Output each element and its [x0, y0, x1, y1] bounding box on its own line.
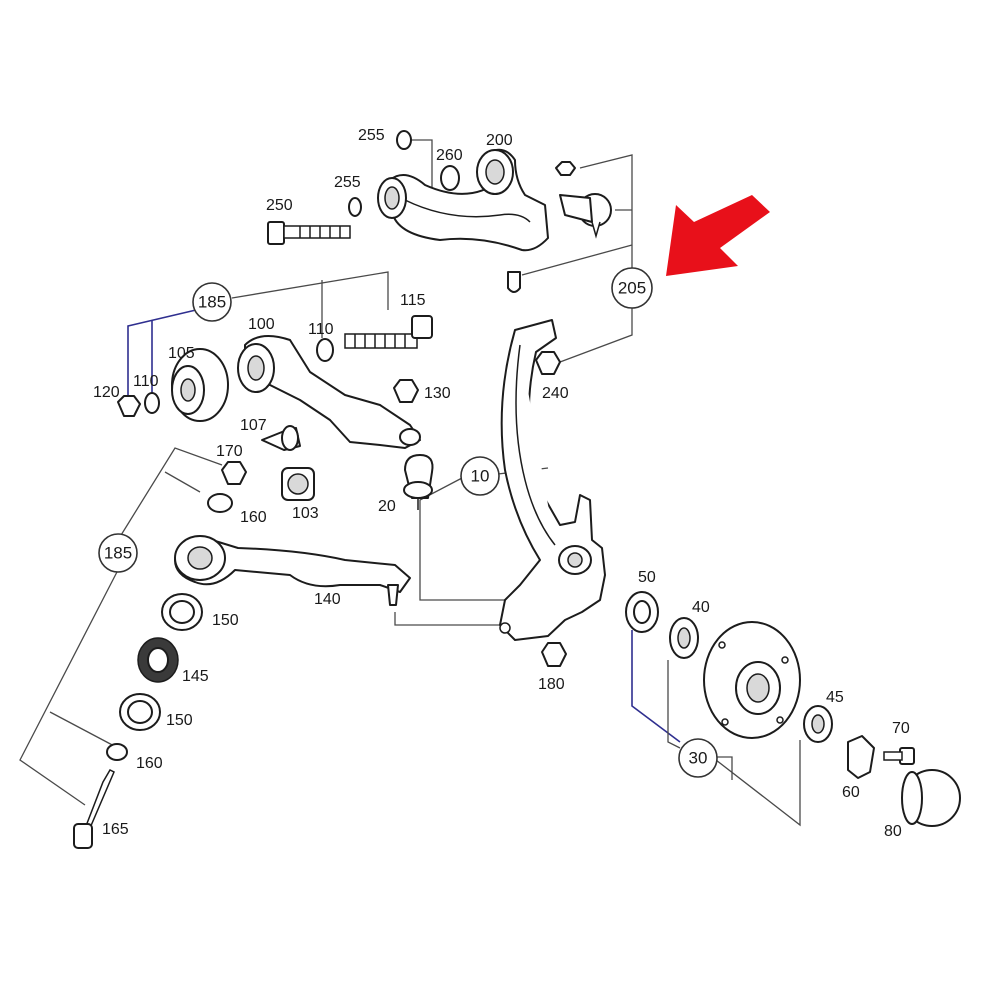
label-45: 45 [826, 689, 844, 706]
label-130: 130 [424, 385, 451, 402]
label-80: 80 [884, 823, 902, 840]
callout-185-upper: 185 [192, 282, 232, 322]
label-110-upper: 110 [308, 321, 334, 338]
label-165: 165 [102, 821, 129, 838]
steering-knuckle [499, 319, 606, 667]
label-103: 103 [292, 505, 319, 522]
label-60: 60 [842, 784, 860, 801]
label-150-lower: 150 [166, 712, 193, 729]
label-240: 240 [542, 385, 569, 402]
svg-text:30: 30 [689, 749, 708, 768]
label-110-lower: 110 [133, 373, 159, 390]
label-180: 180 [538, 676, 565, 693]
svg-text:10: 10 [471, 467, 490, 486]
svg-text:205: 205 [618, 279, 646, 298]
label-260: 260 [436, 147, 463, 164]
label-255-lower: 255 [334, 174, 361, 191]
label-70: 70 [892, 720, 910, 737]
label-160-lower: 160 [136, 755, 163, 772]
wheel-hub-assembly [625, 591, 961, 827]
callout-30: 30 [678, 738, 718, 778]
label-105: 105 [168, 345, 195, 362]
label-145: 145 [182, 668, 209, 685]
callout-205: 205 [611, 267, 653, 309]
label-160-upper: 160 [240, 509, 267, 526]
label-250: 250 [266, 197, 293, 214]
label-40: 40 [692, 599, 710, 616]
part-labels: 255 260 200 255 250 115 100 110 105 120 … [93, 127, 910, 840]
tension-strut [73, 535, 411, 849]
callout-185-lower: 185 [98, 533, 138, 573]
label-20: 20 [378, 498, 396, 515]
callout-10: 10 [460, 456, 500, 496]
label-100: 100 [248, 316, 275, 333]
svg-text:185: 185 [104, 544, 132, 563]
leader-lines [19, 139, 801, 827]
upper-control-arm [267, 130, 612, 293]
label-255-top: 255 [358, 127, 385, 144]
label-140: 140 [314, 591, 341, 608]
highlight-arrow-icon [666, 195, 770, 276]
label-120: 120 [93, 384, 120, 401]
lower-control-arm [117, 315, 434, 513]
label-107: 107 [240, 417, 267, 434]
label-200: 200 [486, 132, 513, 149]
label-115: 115 [400, 292, 426, 309]
svg-text:185: 185 [198, 293, 226, 312]
callouts: 185 185 205 10 30 [98, 267, 718, 778]
label-150-upper: 150 [212, 612, 239, 629]
label-170: 170 [216, 443, 243, 460]
label-50: 50 [638, 569, 656, 586]
